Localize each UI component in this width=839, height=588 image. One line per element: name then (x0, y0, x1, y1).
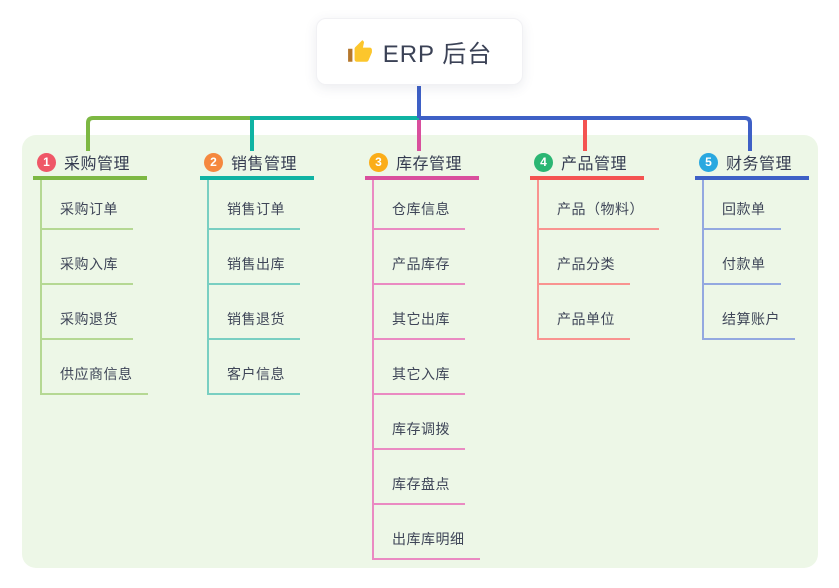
child-node[interactable]: 其它出库 (374, 285, 480, 340)
child-node[interactable]: 回款单 (704, 180, 795, 230)
child-node[interactable]: 库存盘点 (374, 450, 480, 505)
branch-number-badge: 2 (204, 152, 223, 172)
child-label: 产品库存 (374, 254, 465, 285)
child-label: 回款单 (704, 199, 781, 230)
child-label: 供应商信息 (42, 364, 148, 395)
branches-panel (22, 135, 818, 568)
child-label: 库存盘点 (374, 474, 465, 505)
branch-children: 销售订单销售出库销售退货客户信息 (207, 180, 300, 395)
branch-children: 采购订单采购入库采购退货供应商信息 (40, 180, 148, 395)
branch-2: 2 销售管理销售订单销售出库销售退货客户信息 (200, 148, 314, 395)
branch-label: 财务管理 (726, 156, 793, 173)
child-node[interactable]: 出库库明细 (374, 505, 480, 560)
branch-5: 5 财务管理回款单付款单结算账户 (695, 148, 809, 340)
branch-label: 库存管理 (396, 156, 463, 173)
child-label: 采购退货 (42, 309, 133, 340)
child-label: 仓库信息 (374, 199, 465, 230)
child-label: 客户信息 (209, 364, 300, 395)
root-node[interactable]: ERP 后台 (316, 18, 523, 85)
child-node[interactable]: 其它入库 (374, 340, 480, 395)
child-node[interactable]: 销售出库 (209, 230, 300, 285)
branch-1: 1 采购管理采购订单采购入库采购退货供应商信息 (33, 148, 148, 395)
child-node[interactable]: 产品分类 (539, 230, 659, 285)
child-label: 销售退货 (209, 309, 300, 340)
branch-label: 采购管理 (64, 156, 131, 173)
branch-number-badge: 1 (37, 152, 56, 172)
child-node[interactable]: 销售订单 (209, 180, 300, 230)
child-node[interactable]: 销售退货 (209, 285, 300, 340)
child-label: 其它出库 (374, 309, 465, 340)
child-node[interactable]: 产品（物料） (539, 180, 659, 230)
child-label: 销售出库 (209, 254, 300, 285)
root-title: ERP 后台 (382, 41, 493, 68)
child-node[interactable]: 付款单 (704, 230, 795, 285)
child-node[interactable]: 仓库信息 (374, 180, 480, 230)
child-label: 采购订单 (42, 199, 133, 230)
branch-label: 产品管理 (561, 156, 628, 173)
branch-children: 产品（物料） 产品分类产品单位 (537, 180, 659, 340)
child-label: 销售订单 (209, 199, 300, 230)
child-label: 产品（物料） (539, 199, 659, 230)
child-node[interactable]: 采购订单 (42, 180, 148, 230)
child-node[interactable]: 客户信息 (209, 340, 300, 395)
branch-children: 仓库信息产品库存其它出库其它入库库存调拨库存盘点出库库明细 (372, 180, 480, 560)
child-label: 产品分类 (539, 254, 630, 285)
child-label: 库存调拨 (374, 419, 465, 450)
branch-header-5[interactable]: 5 财务管理 (695, 148, 809, 180)
child-label: 出库库明细 (374, 529, 480, 560)
child-node[interactable]: 库存调拨 (374, 395, 480, 450)
branch-number-badge: 3 (369, 152, 388, 172)
child-label: 付款单 (704, 254, 781, 285)
child-node[interactable]: 结算账户 (704, 285, 795, 340)
child-label: 产品单位 (539, 309, 630, 340)
child-label: 其它入库 (374, 364, 465, 395)
child-node[interactable]: 供应商信息 (42, 340, 148, 395)
branch-header-2[interactable]: 2 销售管理 (200, 148, 314, 180)
child-node[interactable]: 产品库存 (374, 230, 480, 285)
thumbs-up-icon (347, 39, 372, 62)
branch-header-3[interactable]: 3 库存管理 (365, 148, 479, 180)
child-node[interactable]: 采购入库 (42, 230, 148, 285)
branch-4: 4 产品管理产品（物料） 产品分类产品单位 (530, 148, 659, 340)
branch-children: 回款单付款单结算账户 (702, 180, 795, 340)
branch-header-4[interactable]: 4 产品管理 (530, 148, 644, 180)
child-node[interactable]: 采购退货 (42, 285, 148, 340)
branch-label: 销售管理 (231, 156, 298, 173)
child-label: 采购入库 (42, 254, 133, 285)
branch-header-1[interactable]: 1 采购管理 (33, 148, 147, 180)
child-node[interactable]: 产品单位 (539, 285, 659, 340)
branch-3: 3 库存管理仓库信息产品库存其它出库其它入库库存调拨库存盘点出库库明细 (365, 148, 480, 560)
child-label: 结算账户 (704, 309, 795, 340)
branch-number-badge: 4 (534, 152, 553, 172)
branch-number-badge: 5 (699, 152, 718, 172)
